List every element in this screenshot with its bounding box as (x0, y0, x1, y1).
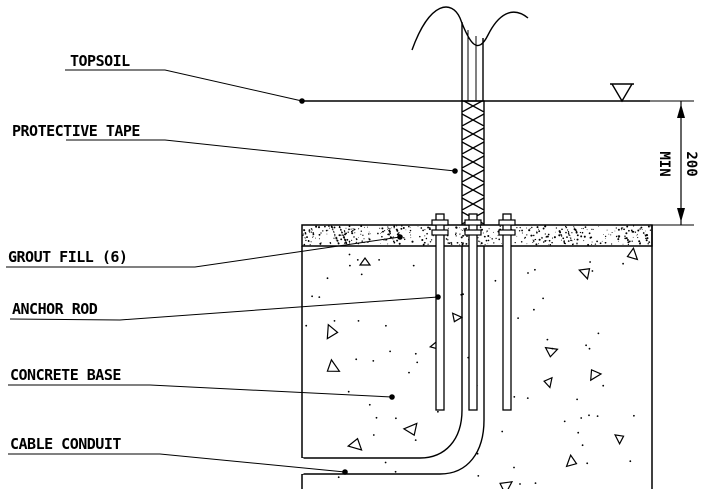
callout-topsoil: TOPSOIL (65, 52, 305, 104)
concrete-base (301, 225, 653, 489)
dimension-qualifier: MIN (656, 151, 672, 176)
callout-concrete-base: CONCRETE BASE (8, 366, 395, 400)
pole (411, 6, 529, 101)
label-grout-fill: GROUT FILL (6) (8, 248, 127, 266)
callout-cable-conduit: CABLE CONDUIT (8, 435, 348, 475)
anchor-rod-3 (498, 213, 516, 411)
anchor-rod-1 (431, 213, 449, 411)
label-anchor-rod: ANCHOR ROD (12, 300, 98, 318)
anchor-rods (431, 213, 516, 411)
protective-tape (461, 100, 485, 226)
label-cable-conduit: CABLE CONDUIT (10, 435, 121, 453)
dimension-value: 200 (683, 151, 699, 176)
anchor-rod-2 (464, 213, 482, 411)
dimension-min-200: 200 MIN (650, 100, 699, 226)
ground-level-symbol (610, 83, 634, 103)
callout-protective-tape: PROTECTIVE TAPE (12, 122, 458, 174)
label-protective-tape: PROTECTIVE TAPE (12, 122, 140, 140)
callout-grout-fill: GROUT FILL (6) (6, 234, 403, 268)
label-topsoil: TOPSOIL (70, 52, 130, 70)
label-concrete-base: CONCRETE BASE (10, 366, 121, 384)
cable-conduit (300, 246, 485, 475)
callout-anchor-rod: ANCHOR ROD (9, 294, 441, 321)
